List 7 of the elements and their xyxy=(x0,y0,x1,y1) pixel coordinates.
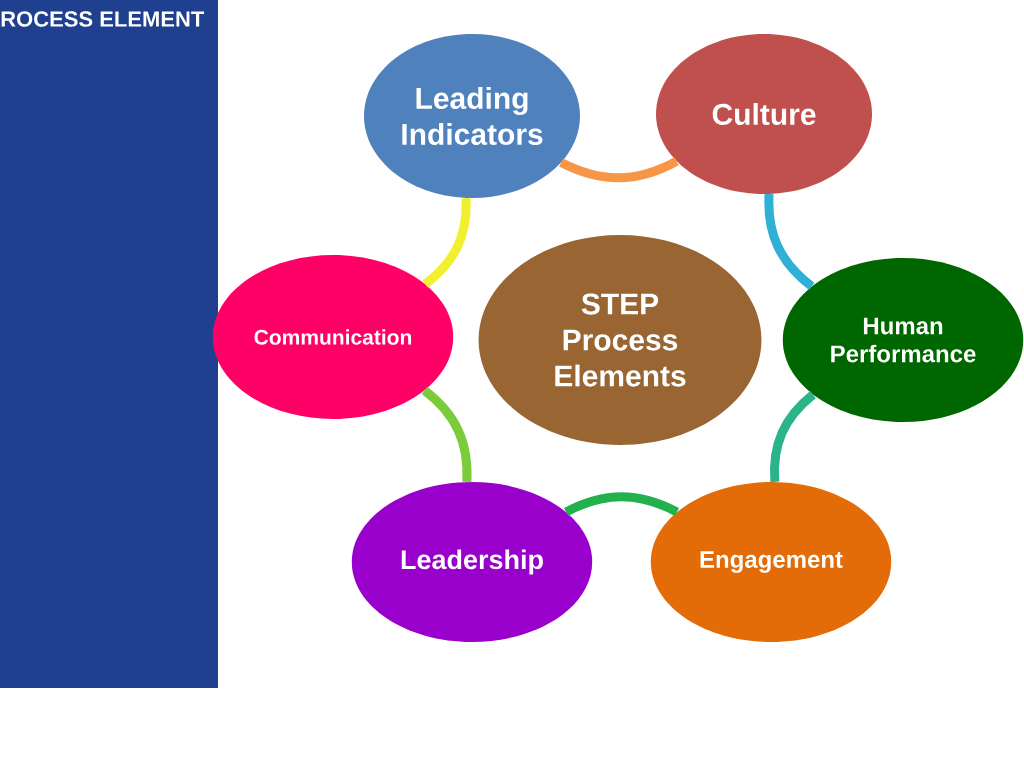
ring-arc xyxy=(564,492,679,516)
ring-arc xyxy=(422,198,471,288)
ring-arc xyxy=(769,391,816,483)
ring-arc xyxy=(559,157,679,183)
ring-arc xyxy=(764,194,815,290)
ring-arc xyxy=(421,386,472,482)
title: ROCESS ELEMENT xyxy=(1,11,205,27)
